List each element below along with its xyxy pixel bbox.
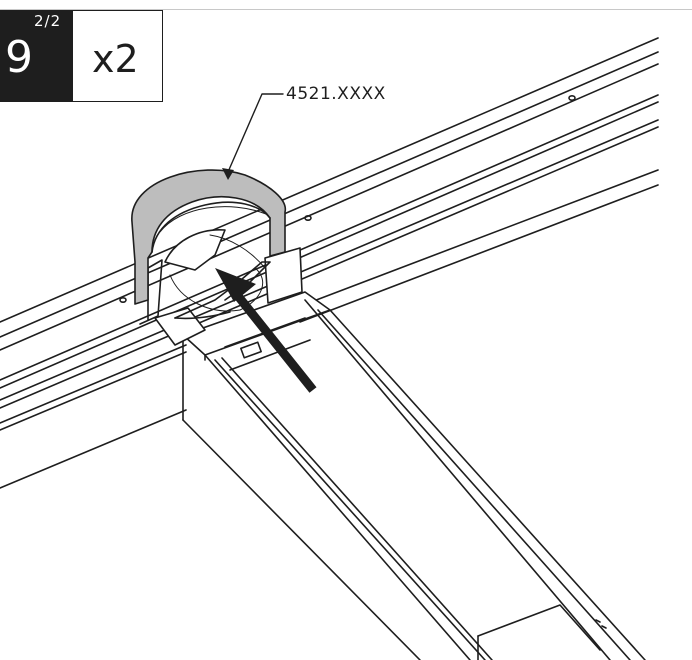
callout-arrowhead: [222, 168, 234, 180]
sub-step-label: 2/2: [34, 12, 62, 30]
step-number: 9: [5, 32, 33, 83]
rail-hole: [568, 95, 576, 102]
rail-hole: [119, 296, 127, 303]
quantity-label: x2: [92, 37, 139, 81]
top-rule: [0, 9, 692, 10]
quantity-box: x2: [73, 10, 163, 102]
horizontal-rail: [0, 37, 659, 489]
curved-insert-part: [131, 169, 286, 312]
rail-hole: [304, 215, 312, 222]
cross-channel: [182, 291, 646, 660]
callout-leader-line: [227, 93, 284, 173]
insertion-arrow: [215, 268, 317, 393]
step-number-box: 2/2 9: [0, 10, 73, 102]
part-number-label: 4521.XXXX: [286, 84, 386, 104]
